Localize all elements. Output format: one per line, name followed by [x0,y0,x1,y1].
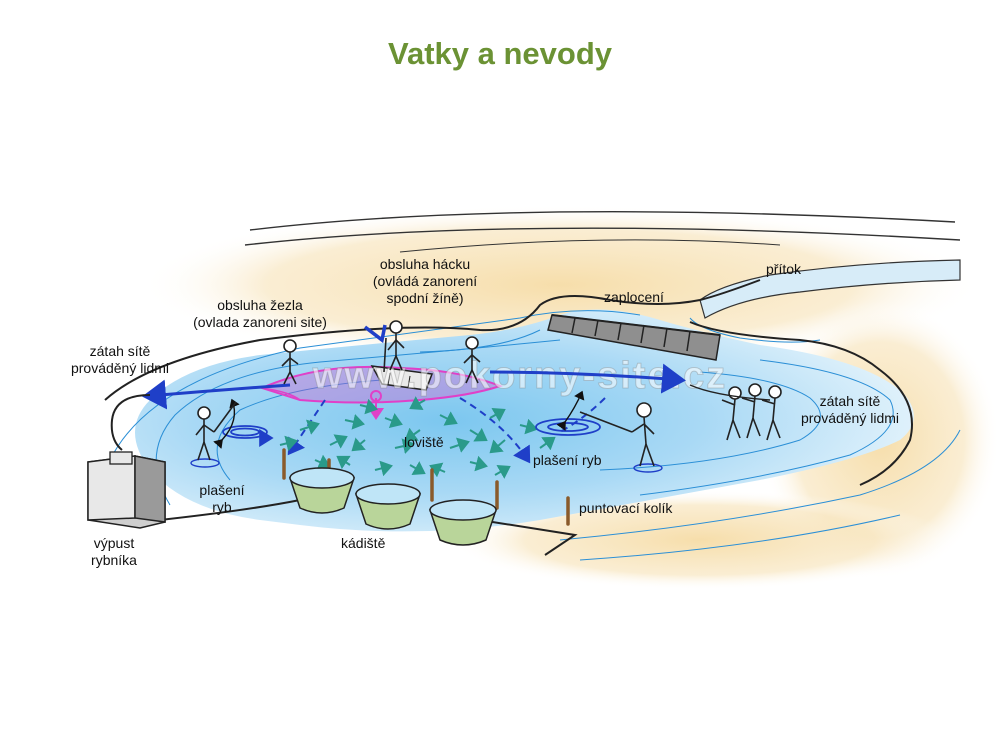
fish-school [279,396,556,479]
haul-rope [110,394,151,451]
label-line: obsluha žezla [217,297,303,313]
label-line: výpust [93,535,135,551]
contour-line [419,329,541,353]
label-line: prováděný lidmi [70,360,170,376]
page-title: Vatky a nevody [387,36,612,71]
sand-bank-top [140,205,980,365]
label-fence: zaplocení [604,289,664,305]
person-hook-operator [383,320,405,373]
horizon-line [244,227,961,246]
sorting-tub [428,499,498,546]
person-scarer-right [579,402,655,467]
fence [547,314,721,361]
inflow-stream [699,259,961,319]
label-outlet: výpust rybníka [72,535,156,569]
feet-ripple [190,458,663,473]
sorting-tub [288,467,356,514]
label-scepter-operator: obsluha žezla (ovlada zanoreni site) [172,297,348,331]
label-sorting-area: kádiště [341,535,386,551]
label-line: spodní žíně) [386,290,464,306]
label-line: (ovlada zanoreni site) [193,314,327,330]
people-group-hauling [689,383,782,441]
horizon-line [249,211,956,231]
label-line: ryb [212,499,232,515]
dashed-arrow [459,397,531,464]
label-haul-right: zátah sítě prováděný lidmi [785,393,915,427]
haul-arrow-left [142,379,291,410]
label-line: (ovládá zanorení [372,273,478,289]
person-scepter-operator [281,339,299,385]
label-inflow: přítok [766,261,802,277]
person-net-handler [463,336,481,384]
label-scaring-right: plašení ryb [533,452,602,468]
double-arrow [556,390,585,431]
label-line: zátah sítě [89,343,151,359]
label-stake: puntovací kolík [579,500,673,516]
drop-arrow [363,324,387,344]
double-arrow [213,398,240,449]
contour-line [579,514,901,561]
sand-bank-bottom [450,490,950,590]
contour-line [639,359,894,496]
horizon-line [399,239,781,253]
contour-line [559,429,961,541]
pond-outlet [87,451,166,529]
shoreline [104,279,761,401]
shoreline [159,499,578,556]
contour-line [109,310,641,461]
dashed-arrow [287,399,326,456]
label-line: prováděný lidmi [800,410,900,426]
label-haul-left: zátah sítě prováděný lidmi [55,343,185,377]
label-line: rybníka [91,552,137,568]
label-line: obsluha hácku [379,256,471,272]
boat [370,365,434,391]
person-scarer-left [195,401,237,461]
label-line: zátah sítě [819,393,881,409]
shoreline [689,321,913,486]
label-fishing-area: loviště [404,434,444,450]
label-hook-operator: obsluha hácku (ovládá zanorení spodní ží… [355,256,495,307]
sorting-tub [354,483,422,530]
label-scaring-left: plašení ryb [180,482,264,516]
contour-line [216,377,421,481]
haul-arrow-right [489,363,686,394]
label-line: plašení [199,482,245,498]
contour-line [599,371,821,471]
watermark: www.pokorny-site.cz [312,355,728,397]
